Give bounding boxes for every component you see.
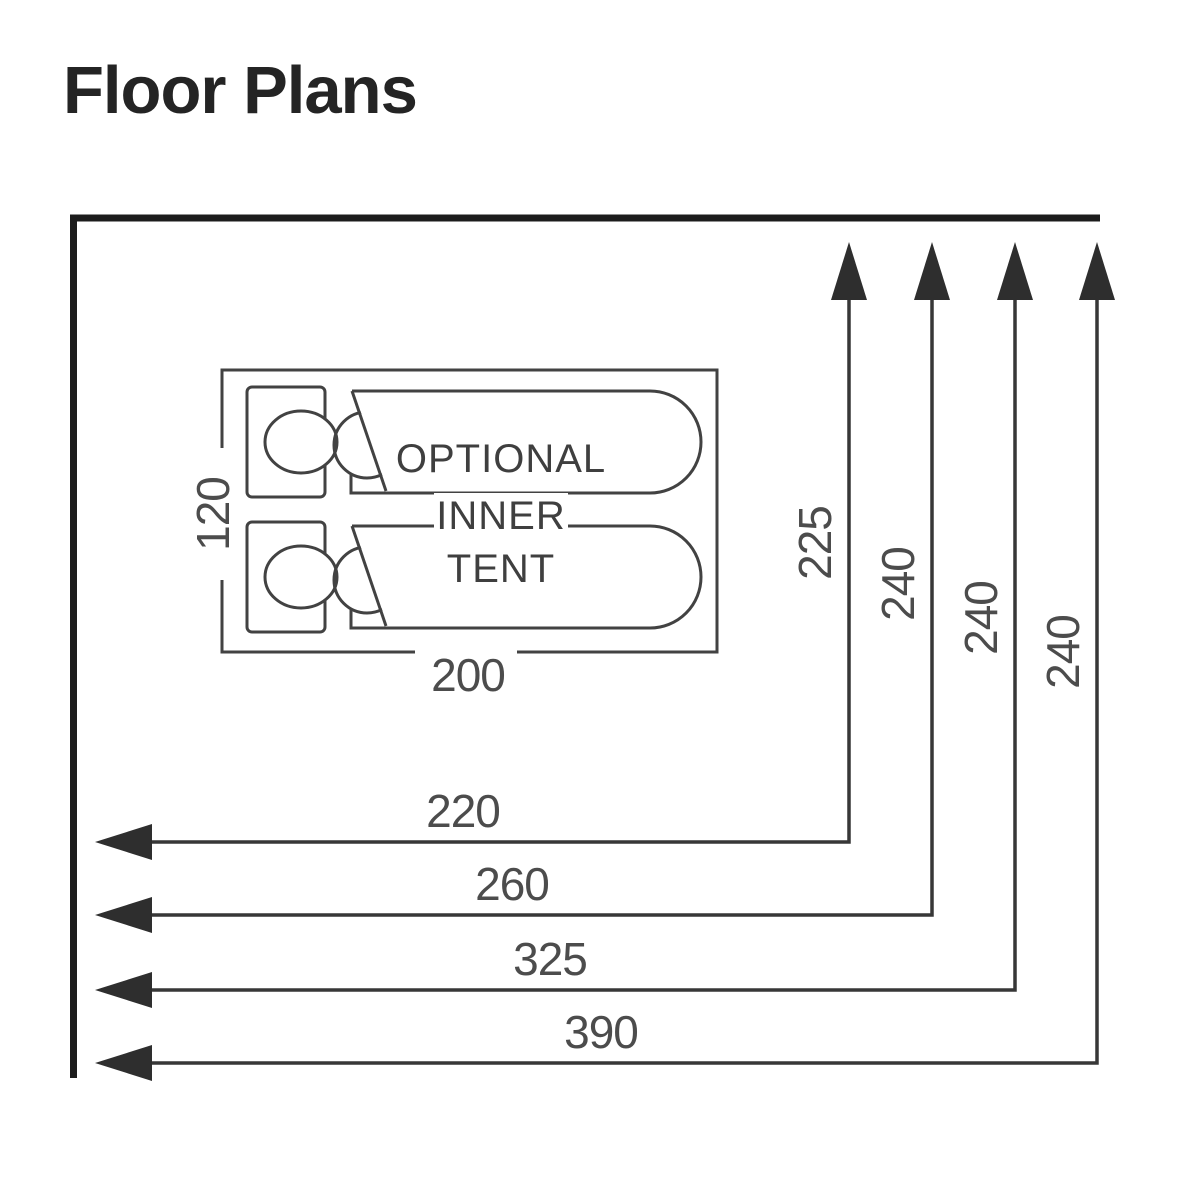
arrow-left-icon <box>95 1045 152 1081</box>
inner-tent-label-line1: OPTIONAL <box>396 437 606 481</box>
dim-line-4 <box>150 296 1099 1065</box>
horizontal-dim-label-3: 325 <box>513 933 587 985</box>
tent-outer-border <box>70 214 1100 1078</box>
arrow-up-icon <box>997 242 1033 300</box>
text-mask <box>434 493 568 537</box>
inner-tent-outline <box>220 368 719 654</box>
page-title: Floor Plans <box>63 53 418 128</box>
inner-tent: OPTIONAL INNER TENT 120 200 <box>187 368 719 701</box>
dimension-arrows <box>95 242 1115 1081</box>
arrow-up-icon <box>831 242 867 300</box>
dim-line-1 <box>150 296 851 844</box>
text-mask <box>390 436 614 480</box>
inner-tent-depth-label: 120 <box>187 477 239 551</box>
inner-tent-label-line3: TENT <box>447 547 555 591</box>
arrow-left-icon <box>95 972 152 1008</box>
dim-line-2 <box>150 296 934 917</box>
inner-tent-width-label: 200 <box>431 649 505 701</box>
horizontal-dim-label-1: 220 <box>426 785 500 837</box>
vertical-dim-label-1: 225 <box>789 506 841 580</box>
inner-tent-label-line2: INNER <box>436 494 565 538</box>
vertical-dim-label-3: 240 <box>955 581 1007 655</box>
vertical-dim-label-2: 240 <box>872 547 924 621</box>
inner-tent-outline <box>220 580 415 654</box>
arrow-up-icon <box>914 242 950 300</box>
dim-line-3 <box>150 296 1017 992</box>
text-mask <box>442 546 580 590</box>
arrow-left-icon <box>95 897 152 933</box>
vertical-dim-label-4: 240 <box>1037 615 1089 689</box>
arrow-up-icon <box>1079 242 1115 300</box>
horizontal-dim-label-2: 260 <box>475 858 549 910</box>
horizontal-dim-label-4: 390 <box>564 1006 638 1058</box>
arrow-left-icon <box>95 824 152 860</box>
